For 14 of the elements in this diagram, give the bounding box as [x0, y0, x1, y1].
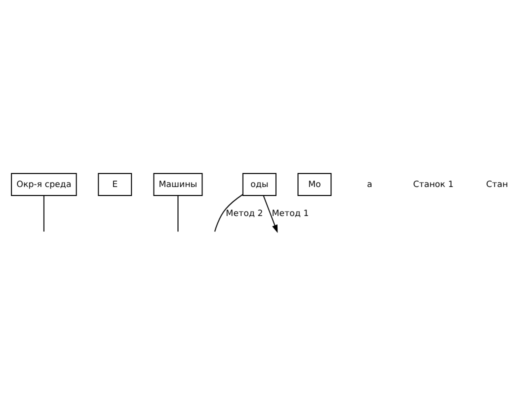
node-box: Окр-я среда [10, 172, 76, 196]
arrow [262, 195, 278, 233]
connector [177, 195, 178, 232]
edge-label: Метод 1 [271, 208, 308, 219]
node-box: Е [97, 172, 132, 196]
label: Станок 1 [412, 180, 454, 190]
connector [42, 195, 44, 232]
node-box: Мо [297, 172, 332, 196]
label: а [366, 180, 372, 190]
label: Стан [486, 180, 508, 190]
node-box: оды [242, 172, 276, 196]
connector [214, 194, 243, 232]
node-box: Машины [152, 172, 202, 196]
edge-label: Метод 2 [225, 208, 262, 219]
